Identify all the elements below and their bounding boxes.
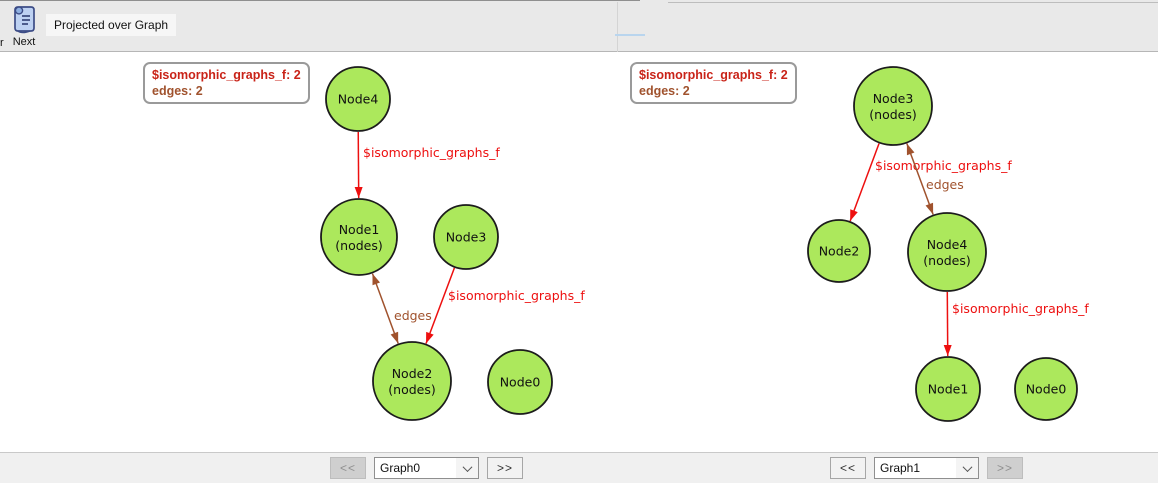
node-label: Node1 [339, 222, 380, 237]
clipped-toolbar-label: r [0, 37, 4, 49]
graph-node[interactable] [907, 212, 987, 292]
edge-label: $isomorphic_graphs_f [448, 288, 585, 303]
edge-label: $isomorphic_graphs_f [952, 301, 1089, 316]
edge-arrowhead [354, 186, 363, 199]
node-label: Node0 [500, 375, 541, 390]
toolbar: r Next Projected over Graph [0, 0, 1158, 52]
graph-node[interactable] [915, 356, 981, 422]
node-label: (nodes) [923, 253, 970, 268]
edge-arrowhead [426, 331, 434, 344]
node-label: Node2 [819, 244, 860, 259]
node-label: (nodes) [869, 107, 916, 122]
node-label: Node3 [873, 91, 914, 106]
graph1-select[interactable]: Graph1 [874, 457, 979, 479]
graph0-select[interactable]: Graph0 [374, 457, 479, 479]
node-label: Node4 [338, 92, 379, 107]
next-tool-button[interactable]: Next [6, 4, 42, 50]
chevron-down-icon[interactable] [956, 458, 978, 478]
info-line: edges: 2 [152, 84, 203, 98]
edge-arrowhead [906, 143, 915, 156]
graph0-select-value: Graph0 [375, 458, 456, 478]
edge-line [906, 143, 934, 215]
footer-bar: << Graph0 >> << Graph1 >> [0, 452, 1158, 483]
edge-label: edges [394, 308, 432, 323]
node-label: Node4 [927, 237, 968, 252]
edge-arrowhead [372, 273, 381, 286]
active-tool-title: Projected over Graph [46, 14, 177, 36]
node-label: Node0 [1026, 382, 1067, 397]
graph-node[interactable] [807, 219, 871, 283]
graph-node[interactable] [853, 66, 933, 146]
edge-arrowhead [925, 202, 934, 215]
node-label: Node2 [392, 366, 433, 381]
graph0-nav-controls: << Graph0 >> [330, 457, 523, 479]
graph0-next-button[interactable]: >> [487, 457, 523, 479]
chevron-down-icon[interactable] [456, 458, 478, 478]
edge-line [425, 267, 456, 344]
graph-node[interactable] [1014, 357, 1078, 421]
graph1-nav-controls: << Graph1 >> [830, 457, 1023, 479]
edge-label: edges [926, 177, 964, 192]
node-label: (nodes) [335, 238, 382, 253]
info-box-graph1: $isomorphic_graphs_f: 2 edges: 2 [630, 62, 797, 104]
edge-arrowhead [390, 331, 399, 344]
graph1-next-button[interactable]: >> [987, 457, 1023, 479]
graph-node[interactable] [325, 66, 391, 132]
graph0-prev-button[interactable]: << [330, 457, 366, 479]
info-line: $isomorphic_graphs_f: 2 [639, 68, 788, 82]
graph-node[interactable] [433, 204, 499, 270]
info-box-graph0: $isomorphic_graphs_f: 2 edges: 2 [143, 62, 310, 104]
splitter-handle[interactable] [615, 34, 645, 36]
graph-node[interactable] [487, 349, 553, 415]
edge-line [371, 273, 399, 344]
node-label: Node3 [446, 230, 487, 245]
node-label: (nodes) [388, 382, 435, 397]
scroll-icon [10, 4, 38, 36]
toolbar-border [668, 2, 1158, 3]
panel-divider [617, 2, 618, 52]
graph-node[interactable] [320, 198, 398, 276]
graph-node[interactable] [372, 341, 452, 421]
next-tool-label: Next [12, 36, 36, 48]
edge-label: $isomorphic_graphs_f [875, 158, 1012, 173]
info-line: edges: 2 [639, 84, 690, 98]
info-line: $isomorphic_graphs_f: 2 [152, 68, 301, 82]
edge-label: $isomorphic_graphs_f [363, 145, 500, 160]
edge-arrowhead [943, 344, 952, 357]
toolbar-border [0, 0, 640, 1]
graph1-select-value: Graph1 [875, 458, 956, 478]
node-label: Node1 [928, 382, 969, 397]
graph1-prev-button[interactable]: << [830, 457, 866, 479]
edge-arrowhead [850, 209, 858, 222]
edge-line [849, 143, 880, 222]
